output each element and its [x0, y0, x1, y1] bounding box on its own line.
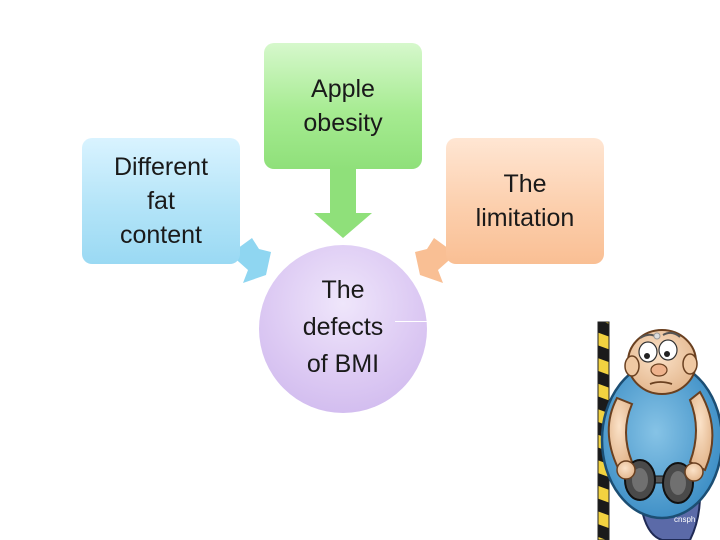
arrow-left-diagonal — [230, 238, 271, 283]
fat-content-box: Different fat content — [82, 138, 240, 264]
arrow-right-diagonal — [415, 238, 456, 283]
apple-obesity-label: Apple obesity — [303, 75, 383, 137]
bmi-defects-label: The defects of BMI — [302, 275, 384, 378]
limitation-box: The limitation — [446, 138, 604, 264]
circle-divider-line — [395, 321, 427, 322]
arrow-top-down — [314, 168, 372, 238]
man-head — [624, 329, 698, 395]
cartoon-watermark: cnsph — [674, 515, 695, 524]
bmi-defects-circle: The defects of BMI — [259, 245, 427, 413]
limitation-label: The limitation — [475, 170, 575, 232]
fat-content-label: Different fat content — [113, 153, 209, 249]
apple-obesity-box: Apple obesity — [264, 43, 422, 169]
dumbbell-icon — [624, 459, 694, 504]
